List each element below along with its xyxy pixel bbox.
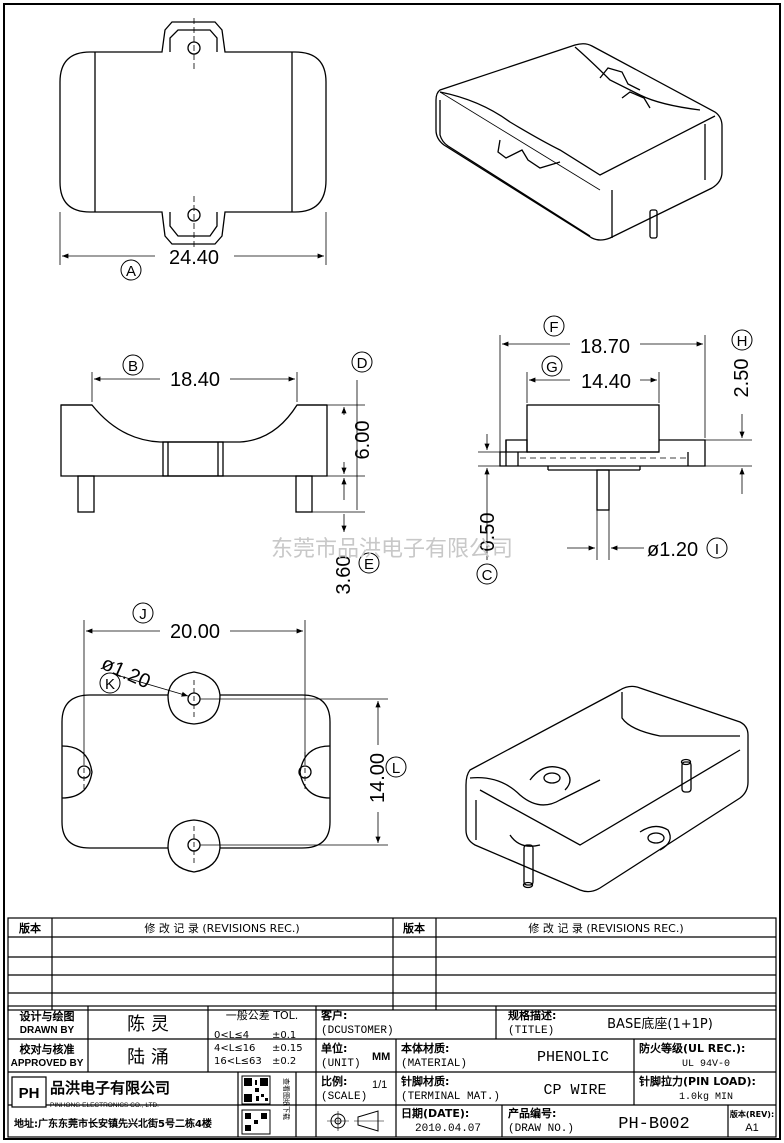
dim-h-label: H [731,329,753,351]
ul-label: 防火等级(UL REC.): [639,1041,745,1055]
qr-code [241,1075,271,1135]
svg-text:E: E [364,556,374,573]
unit-value: MM [372,1051,390,1063]
dim-f-label: F [543,315,565,337]
dim-i-value: ø1.20 [647,539,698,561]
scale-label-en: (SCALE) [321,1091,367,1103]
dim-a-label: A [120,259,142,281]
title-value: BASE底座(1+1P) [607,1016,713,1032]
rev-record-header-right: 修 改 记 录 (REVISIONS REC.) [528,921,683,935]
dim-f-value: 18.70 [580,336,630,358]
unit-label-en: (UNIT) [321,1058,361,1070]
svg-text:B: B [128,358,138,375]
svg-text:G: G [546,359,558,376]
drawn-by-label-en: DRAWN BY [20,1025,75,1036]
dim-e-label: E [358,552,380,574]
title-label-en: (TITLE) [508,1025,554,1037]
svg-text:PH: PH [19,1085,40,1102]
title-label: 规格描述: [508,1008,556,1022]
company-logo: PH [11,1076,47,1108]
svg-text:A: A [126,263,136,280]
dim-g-label: G [541,355,563,377]
dim-j-label: J [132,602,154,624]
ul-value: UL 94V-0 [682,1059,730,1070]
title-block-grid [7,1005,777,1138]
dim-g-value: 14.40 [581,371,631,393]
dim-d-label: D [351,351,373,373]
dim-l-value: 14.00 [367,753,389,803]
svg-text:D: D [357,355,368,372]
scale-label: 比例: [321,1074,347,1088]
tolerance-range-3: 16<L≤63 [214,1056,262,1067]
watermark: 东莞市品洪电子有限公司 [271,537,513,562]
customer-label-en: (DCUSTOMER) [321,1025,394,1037]
terminal-value: CP WIRE [543,1082,606,1099]
material-label: 本体材质: [401,1041,449,1055]
rev-label: 版本(REV): [729,1109,774,1119]
dim-k-label: K [99,672,121,694]
tolerance-range-2: 4<L≤16 [214,1043,255,1054]
side-view [478,335,752,560]
date-value: 2010.04.07 [415,1123,481,1135]
svg-text:C: C [482,567,493,584]
bottom-view [61,620,388,873]
front-view [60,372,365,532]
customer-label: 客户: [320,1008,347,1022]
tolerance-range-1: 0<L≤4 [214,1030,249,1041]
svg-text:K: K [105,676,115,693]
company-address: 地址:广东东莞市长安镇先兴北街5号二栋4楼 [14,1117,212,1130]
svg-text:F: F [549,319,558,336]
qr-caption: 查看图纸下载 [282,1078,291,1120]
iso-view-bottom [465,685,749,893]
rev-record-header-left: 修 改 记 录 (REVISIONS REC.) [144,921,299,935]
terminal-label: 针脚材质: [401,1074,449,1088]
tolerance-value-2: ±0.15 [272,1043,303,1054]
rev-version-header-left: 版本 [19,921,41,935]
revisions-table [7,917,777,1011]
top-view [59,18,327,265]
dim-i-label: I [706,537,728,559]
dim-j-value: 20.00 [170,621,220,643]
approved-by-label: 校对与核准 [20,1042,75,1056]
drawn-by-value: 陈 灵 [127,1014,169,1035]
approved-by-value: 陆 涌 [127,1047,169,1068]
tolerance-label: 一般公差 TOL. [226,1008,299,1022]
drawno-label: 产品编号: [508,1106,556,1120]
pin-load-value: 1.0kg MIN [679,1091,733,1103]
pin-load-label: 针脚拉力(PIN LOAD): [639,1074,756,1088]
tolerance-value-1: ±0.1 [272,1030,296,1041]
svg-text:H: H [737,333,748,350]
scale-value: 1/1 [372,1079,387,1091]
company-name: 品洪电子有限公司 [50,1079,170,1097]
drawno-value: PH-B002 [618,1115,689,1134]
svg-text:J: J [139,606,147,623]
material-label-en: (MATERIAL) [401,1058,467,1070]
rev-value: A1 [745,1122,758,1134]
dim-a-value: 24.40 [169,247,219,269]
company-name-en: PINHONG ELECTRONICS CO., LTD. [50,1102,159,1109]
svg-text:L: L [392,760,400,777]
drawno-label-en: (DRAW NO.) [508,1123,574,1135]
dim-e-value: 3.60 [333,556,355,595]
date-label: 日期(DATE): [401,1106,469,1120]
dim-b-value: 18.40 [170,369,220,391]
iso-view-top [435,43,723,241]
tolerance-value-3: ±0.2 [272,1056,296,1067]
drawn-by-label: 设计与绘图 [20,1009,75,1023]
dim-l-label: L [385,756,407,778]
dim-b-label: B [122,354,144,376]
rev-version-header-right: 版本 [403,921,425,935]
unit-label: 单位: [321,1041,347,1055]
terminal-label-en: (TERMINAL MAT.) [401,1091,500,1103]
dim-d-value: 6.00 [352,421,374,460]
dim-c-value: 0.50 [477,513,499,552]
dim-h-value: 2.50 [731,359,753,398]
material-value: PHENOLIC [537,1049,609,1066]
approved-by-label-en: APPROVED BY [11,1058,84,1069]
svg-text:I: I [715,541,719,558]
dim-c-label: C [476,563,498,585]
projection-symbol-icon [327,1110,384,1132]
